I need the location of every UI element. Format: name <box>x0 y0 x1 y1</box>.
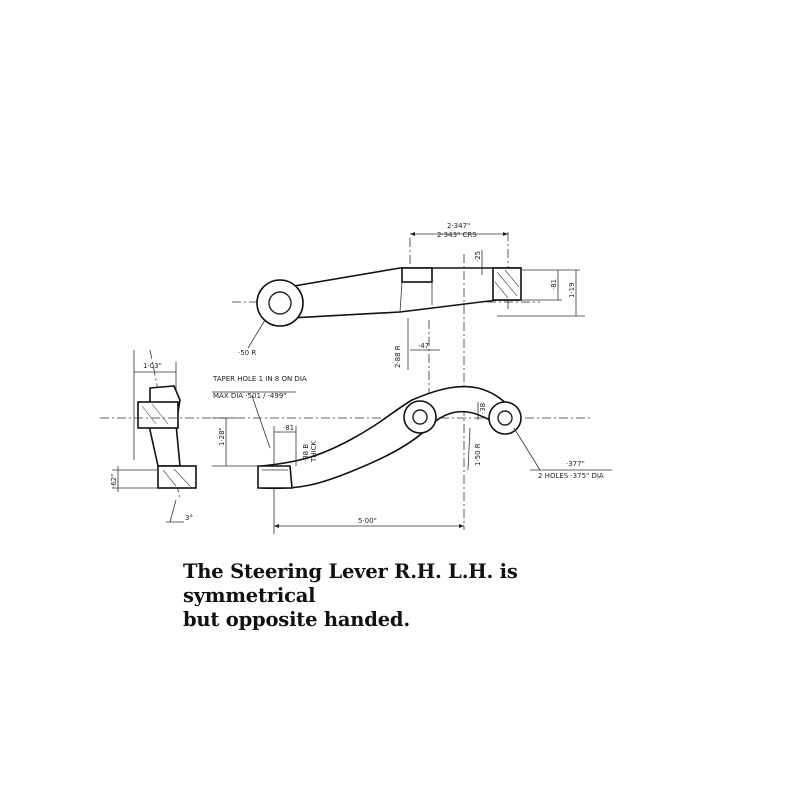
top-view: 2·347" 2·343" CRS ·25 ·81 1·19 ·50 R 2·8… <box>232 222 585 530</box>
dim-25: ·25 <box>474 251 482 262</box>
dim-rad50: ·50 R <box>238 349 256 357</box>
caption-line-2: but opposite handed. <box>183 608 410 631</box>
side-view: 1·03" ·62" 3° <box>110 349 197 523</box>
side-view-lower-boss <box>157 465 197 489</box>
right-hole <box>497 410 513 426</box>
dim-81b: ·81 <box>283 424 294 432</box>
dim-38: ·38 <box>479 403 487 414</box>
dim-angle3: 3° <box>185 514 193 522</box>
caption-line-1: The Steering Lever R.H. L.H. is symmetri… <box>183 560 518 607</box>
dim-500: 5·00" <box>358 517 377 525</box>
dim-thick-2: THICK <box>310 441 318 463</box>
middle-hole <box>412 409 428 425</box>
dim-128: 1·28" <box>218 427 226 446</box>
dim-119: 1·19 <box>568 282 576 298</box>
dim-crs-top: 2·347" <box>447 222 470 230</box>
note-taper-2: MAX DIA ·501 / ·499" <box>213 392 287 400</box>
note-holes-1: ·377" <box>566 460 585 468</box>
front-view: TAPER HOLE 1 IN 8 ON DIA MAX DIA ·501 / … <box>100 375 612 534</box>
dim-47: ·47 <box>418 342 429 350</box>
note-taper-1: TAPER HOLE 1 IN 8 ON DIA <box>212 375 307 383</box>
dim-crs-bottom: 2·343" CRS <box>437 231 477 239</box>
dim-81: ·81 <box>550 279 558 290</box>
front-view-lever-arm <box>261 385 513 490</box>
top-view-eye <box>256 279 304 327</box>
dim-62: ·62" <box>110 474 118 488</box>
dim-103: 1·03" <box>143 362 162 370</box>
dim-rad288: 2·88 R <box>394 345 402 368</box>
caption: The Steering Lever R.H. L.H. is symmetri… <box>183 560 643 632</box>
dim-rad150: 1·50 R <box>474 443 482 466</box>
dim-thick-1: ·88 B <box>302 444 310 462</box>
note-holes-2: 2 HOLES ·375" DIA <box>538 472 604 480</box>
